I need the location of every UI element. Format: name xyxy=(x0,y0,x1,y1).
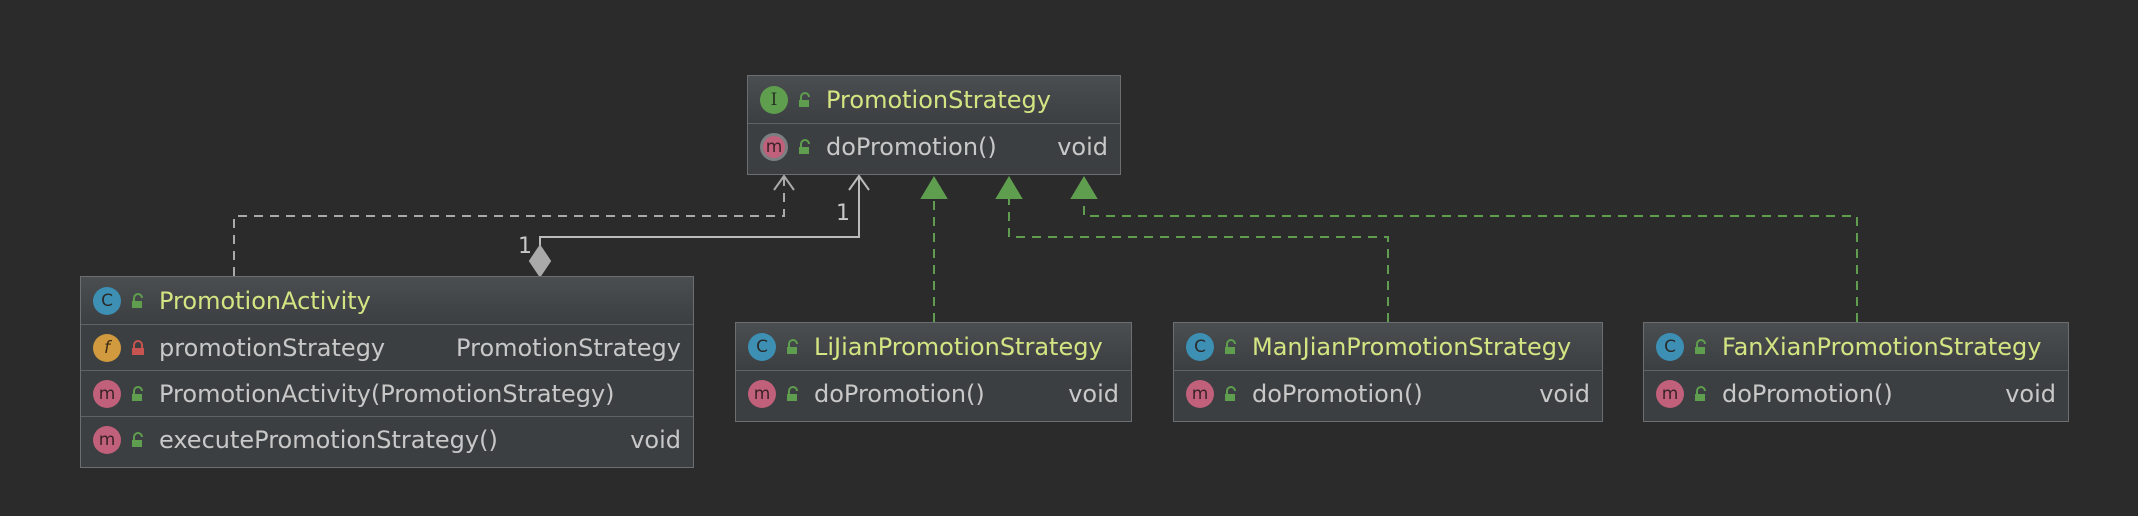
field-icon: f xyxy=(93,333,121,362)
field-name: promotionStrategy xyxy=(159,333,386,362)
public-unlock-icon xyxy=(1225,338,1236,354)
interface-icon: I xyxy=(760,85,788,114)
public-unlock-icon xyxy=(1225,386,1236,401)
method-row: m doPromotion() void xyxy=(1644,371,2068,417)
field-row: f promotionStrategy PromotionStrategy xyxy=(81,325,693,371)
class-header: C ManJianPromotionStrategy xyxy=(1174,323,1602,371)
method-return-type: void xyxy=(1057,133,1108,161)
method-icon: m xyxy=(748,380,776,408)
realization-manjian xyxy=(995,176,1389,322)
method-row: m doPromotion() void xyxy=(736,371,1131,417)
public-unlock-icon xyxy=(132,385,143,401)
class-name: LiJianPromotionStrategy xyxy=(814,332,1103,361)
method-name: doPromotion() xyxy=(1252,380,1423,408)
class-header: C LiJianPromotionStrategy xyxy=(736,323,1131,371)
method-row: m doPromotion() void xyxy=(1174,371,1602,417)
class-name: FanXianPromotionStrategy xyxy=(1722,332,2042,361)
class-icon: C xyxy=(1656,332,1684,361)
method-name: doPromotion() xyxy=(814,380,985,408)
multiplicity-source: 1 xyxy=(518,234,532,259)
interface-header: I PromotionStrategy xyxy=(748,76,1120,124)
method-name: executePromotionStrategy() xyxy=(159,426,498,454)
aggregation-diamond xyxy=(528,244,552,278)
public-unlock-icon xyxy=(799,91,810,107)
class-header: C PromotionActivity xyxy=(81,277,693,325)
realization-lijian xyxy=(920,176,948,322)
class-icon: C xyxy=(93,286,121,315)
method-icon: m xyxy=(1186,380,1214,408)
realization-fanxian xyxy=(1070,176,1858,322)
constructor-name: PromotionActivity(PromotionStrategy) xyxy=(159,379,615,408)
method-icon: m xyxy=(1656,380,1684,408)
field-type: PromotionStrategy xyxy=(456,333,681,362)
method-row: m executePromotionStrategy() void xyxy=(81,417,693,463)
private-lock-icon xyxy=(132,339,144,355)
public-unlock-icon xyxy=(1695,386,1706,401)
public-unlock-icon xyxy=(132,432,143,447)
method-icon: m xyxy=(93,379,121,408)
class-icon: C xyxy=(1186,332,1214,361)
public-unlock-icon xyxy=(787,386,798,401)
promotion-strategy-interface[interactable]: I PromotionStrategy m doPromotion() void xyxy=(747,75,1121,175)
class-icon: C xyxy=(748,332,776,361)
method-return-type: void xyxy=(1539,380,1590,408)
class-header: C FanXianPromotionStrategy xyxy=(1644,323,2068,371)
abstract-method-icon: m xyxy=(760,133,788,161)
method-return-type: void xyxy=(630,426,681,454)
public-unlock-icon xyxy=(1695,338,1706,354)
method-icon: m xyxy=(93,426,121,454)
promotion-activity-class[interactable]: C PromotionActivity f promotionStrategy … xyxy=(80,276,694,468)
method-return-type: void xyxy=(1068,380,1119,408)
public-unlock-icon xyxy=(132,292,143,308)
method-name: doPromotion() xyxy=(1722,380,1893,408)
dependency-arrow xyxy=(233,174,795,276)
interface-name: PromotionStrategy xyxy=(826,85,1051,114)
manjian-promotion-strategy-class[interactable]: C ManJianPromotionStrategy m doPromotion… xyxy=(1173,322,1603,422)
public-unlock-icon xyxy=(799,139,810,154)
method-name: doPromotion() xyxy=(826,133,997,161)
aggregation-association xyxy=(528,174,870,278)
interface-method-row: m doPromotion() void xyxy=(748,124,1120,170)
class-name: ManJianPromotionStrategy xyxy=(1252,332,1572,361)
class-name: PromotionActivity xyxy=(159,286,371,315)
public-unlock-icon xyxy=(787,338,798,354)
fanxian-promotion-strategy-class[interactable]: C FanXianPromotionStrategy m doPromotion… xyxy=(1643,322,2069,422)
constructor-row: m PromotionActivity(PromotionStrategy) xyxy=(81,371,693,417)
multiplicity-target: 1 xyxy=(836,201,850,226)
lijian-promotion-strategy-class[interactable]: C LiJianPromotionStrategy m doPromotion(… xyxy=(735,322,1132,422)
method-return-type: void xyxy=(2005,380,2056,408)
